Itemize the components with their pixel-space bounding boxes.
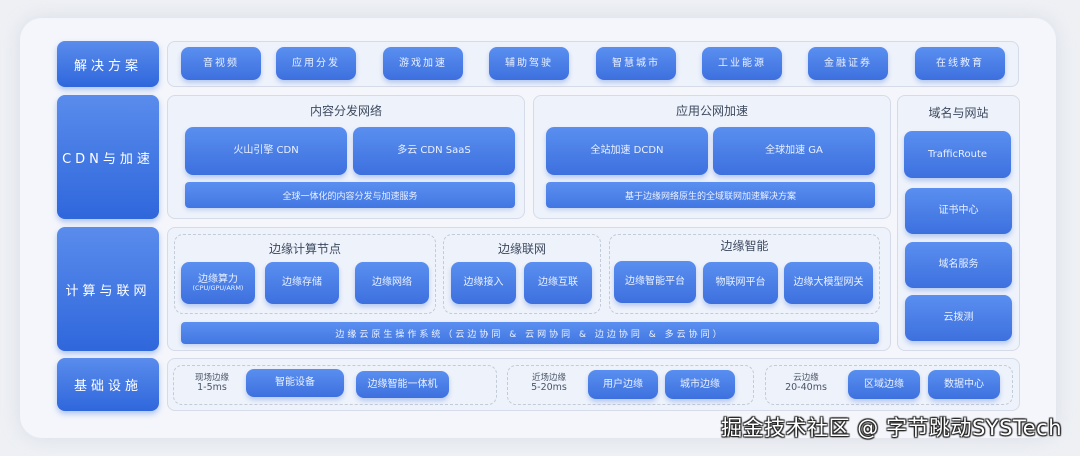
acceleration-product-button[interactable]: 全球加速 GA [713,127,875,175]
product-label: 边缘智能平台 [625,276,685,288]
product-label: 区域边缘 [864,378,904,390]
iot-platform-button[interactable]: 物联网平台 [703,262,778,304]
solution-item[interactable]: 智慧城市 [596,47,676,80]
edge-nodes-group [174,234,436,314]
product-label: 边缘存储 [282,277,322,289]
infra-item-button[interactable]: 城市边缘 [665,370,735,399]
group-title: 边缘联网 [497,242,546,256]
product-label: 智能设备 [275,377,315,389]
edge-storage-button[interactable]: 边缘存储 [265,262,339,304]
infra-item-button[interactable]: 数据中心 [928,370,1000,399]
domain-product-button[interactable]: TrafficRoute [904,131,1011,178]
product-label: 边缘大模型网关 [793,277,864,289]
solution-item[interactable]: 工业能源 [702,47,782,80]
product-label: TrafficRoute [927,148,988,160]
edge-ai-group [609,234,880,314]
product-label: 物联网平台 [715,277,766,289]
solution-label: 工业能源 [718,57,766,69]
row-label-text: CDN与加速 [62,151,154,167]
cdn-product-button[interactable]: 多云 CDN SaaS [353,127,515,175]
solution-label: 智慧城市 [612,57,660,69]
infra-item-button[interactable]: 边缘智能一体机 [356,371,449,398]
group-title: 边缘计算节点 [268,242,341,256]
edge-llm-gateway-button[interactable]: 边缘大模型网关 [784,262,873,304]
product-label: 证书中心 [938,205,979,217]
product-label: 城市边缘 [680,378,720,390]
solution-label: 金融证券 [824,57,872,69]
latency-label: 近场边缘 5-20ms [520,374,578,393]
solution-label: 在线教育 [936,57,984,69]
infra-item-button[interactable]: 用户边缘 [588,370,658,399]
product-label: 边缘智能一体机 [367,378,438,390]
product-label: 边缘互联 [538,277,578,289]
product-label: 火山引擎 CDN [233,145,299,157]
row-label-text: 计算与联网 [65,283,151,299]
infra-group-onsite [173,365,497,405]
edge-tier-name: 现场边缘 [194,373,229,383]
solution-item[interactable]: 辅助驾驶 [489,47,569,80]
domain-product-button[interactable]: 证书中心 [905,188,1012,234]
bar-text: 全球一体化的内容分发与加速服务 [282,191,418,202]
infra-item-button[interactable]: 智能设备 [246,369,344,397]
solution-item[interactable]: 音视频 [181,47,261,80]
latency-label: 现场边缘 1-5ms [183,374,241,393]
product-label: 边缘网络 [372,277,412,289]
product-label: 全站加速 DCDN [590,145,664,157]
edge-compute-button[interactable]: 边缘算力 (CPU/GPU/ARM) [181,262,255,304]
edge-network-button[interactable]: 边缘网络 [355,262,429,304]
product-sublabel: (CPU/GPU/ARM) [192,284,244,293]
cdn-product-button[interactable]: 火山引擎 CDN [185,127,347,175]
product-label: 用户边缘 [603,378,643,390]
row-label-text: 解决方案 [73,58,142,74]
latency-value: 20-40ms [785,381,827,393]
edge-networking-group [443,234,601,314]
edge-tier-name: 云边缘 [793,373,819,383]
bar-text: 边缘云原生操作系统（云边协同 & 云网协同 & 边边协同 & 多云协同） [335,329,725,340]
group-title: 边缘智能 [720,239,769,253]
bar-text: 基于边缘网络原生的全域联网加速解决方案 [624,191,796,202]
latency-value: 1-5ms [197,381,227,393]
solution-item[interactable]: 游戏加速 [383,47,463,80]
row-label-text: 基础设施 [73,379,142,394]
row-label-compute: 计算与联网 [57,227,159,351]
domain-product-button[interactable]: 域名服务 [905,242,1012,288]
solution-item[interactable]: 在线教育 [915,47,1005,80]
row-label-cdn: CDN与加速 [57,95,159,219]
edge-interconnect-button[interactable]: 边缘互联 [524,262,592,304]
infra-group-cloud [765,365,1013,405]
product-label: 边缘接入 [463,277,504,289]
edge-ai-platform-button[interactable]: 边缘智能平台 [614,261,696,303]
cdn-description-bar: 全球一体化的内容分发与加速服务 [185,182,515,208]
product-label: 边缘算力 [198,273,238,285]
watermark: 掘金技术社区 @ 字节跳动SYSTech [721,416,1062,440]
product-label: 域名服务 [938,259,979,271]
solution-label: 游戏加速 [399,57,447,69]
row-label-infra: 基础设施 [57,358,159,411]
solution-label: 辅助驾驶 [505,57,553,69]
edge-os-bar: 边缘云原生操作系统（云边协同 & 云网协同 & 边边协同 & 多云协同） [181,322,879,344]
solution-item[interactable]: 金融证券 [808,47,888,80]
latency-value: 5-20ms [531,381,567,393]
panel-title: 域名与网站 [928,106,989,120]
domain-product-button[interactable]: 云拨测 [905,295,1012,341]
acceleration-product-button[interactable]: 全站加速 DCDN [546,127,708,175]
panel-title: 应用公网加速 [675,104,748,118]
solution-item[interactable]: 应用分发 [276,47,356,80]
panel-title: 内容分发网络 [309,104,382,118]
acceleration-description-bar: 基于边缘网络原生的全域联网加速解决方案 [546,182,875,208]
product-label: 全球加速 GA [765,145,823,157]
edge-access-button[interactable]: 边缘接入 [451,262,516,304]
row-label-solutions: 解决方案 [57,41,159,87]
product-label: 数据中心 [944,378,984,390]
infra-item-button[interactable]: 区域边缘 [848,370,920,399]
solution-label: 音视频 [203,57,239,69]
product-label: 云拨测 [943,312,974,324]
infra-group-near [507,365,754,405]
edge-tier-name: 近场边缘 [531,373,566,383]
solution-label: 应用分发 [292,57,340,69]
product-label: 多云 CDN SaaS [397,145,471,157]
latency-label: 云边缘 20-40ms [778,374,834,393]
